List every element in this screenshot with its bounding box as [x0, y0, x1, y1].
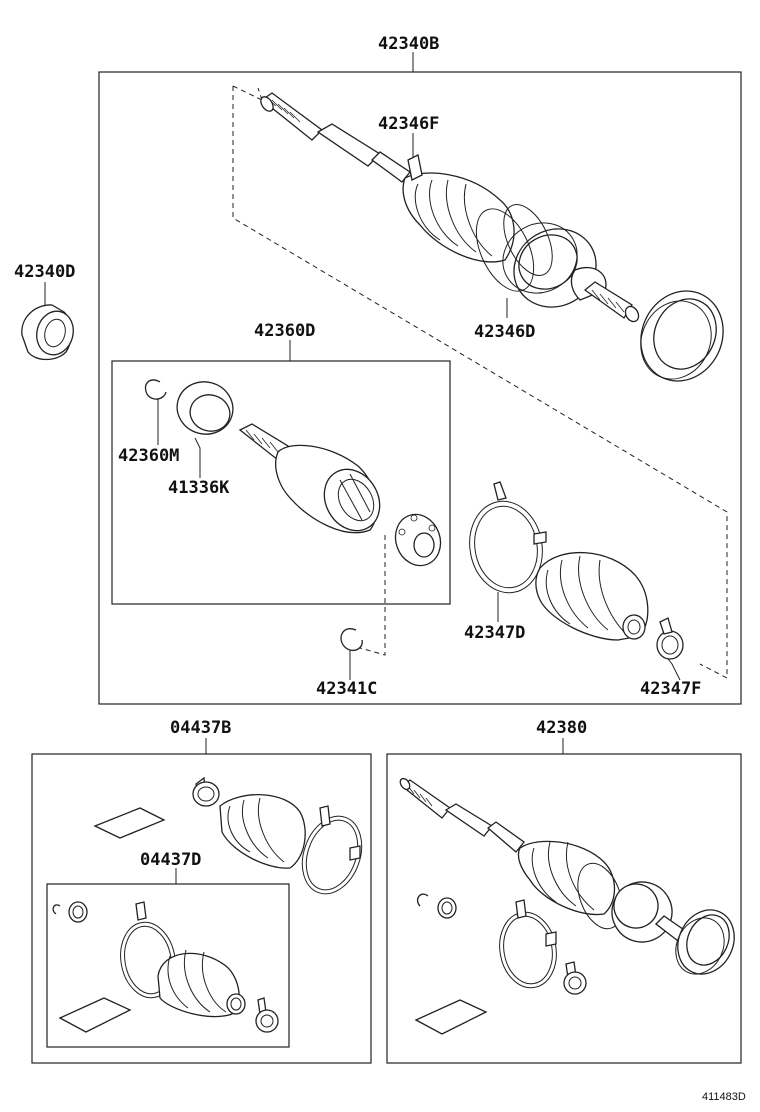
diagram-id: 411483D — [702, 1091, 746, 1103]
label-04437B: 04437B — [170, 718, 231, 738]
frame-04437D — [46, 883, 290, 1048]
snap-ring-42360M — [144, 379, 167, 400]
frame-04437B — [31, 753, 372, 1064]
shaft-assembly-42380 — [399, 777, 735, 1035]
label-42347F: 42347F — [640, 679, 701, 699]
label-42380: 42380 — [536, 718, 587, 738]
assembly-dashed-outline — [232, 86, 728, 679]
label-42341C: 42341C — [316, 679, 377, 699]
label-04437D: 04437D — [140, 850, 201, 870]
frame-42380 — [386, 753, 742, 1064]
snap-ring-42341C — [340, 628, 363, 652]
outboard-boot — [535, 551, 649, 641]
tripod-cage — [394, 513, 442, 567]
main-drive-shaft — [260, 92, 724, 382]
seal-42340D — [21, 304, 74, 361]
frame-42340B — [98, 71, 742, 705]
label-42340D: 42340D — [14, 262, 75, 282]
label-42360D: 42360D — [254, 321, 315, 341]
boot-kit-04437D — [52, 901, 279, 1033]
inboard-joint-42360D — [238, 423, 381, 534]
label-42340B: 42340B — [378, 34, 439, 54]
label-42360M: 42360M — [118, 446, 179, 466]
cage-dashed-leader — [359, 535, 386, 656]
label-42347D: 42347D — [464, 623, 525, 643]
ring-41336K — [176, 381, 234, 435]
frame-42360D — [111, 360, 451, 605]
label-41336K: 41336K — [168, 478, 230, 498]
clamp-42347F — [656, 617, 684, 660]
boot-kit-04437B — [93, 776, 363, 895]
label-42346D: 42346D — [474, 322, 535, 342]
band-42347D — [469, 481, 547, 594]
label-42346F: 42346F — [378, 114, 439, 134]
